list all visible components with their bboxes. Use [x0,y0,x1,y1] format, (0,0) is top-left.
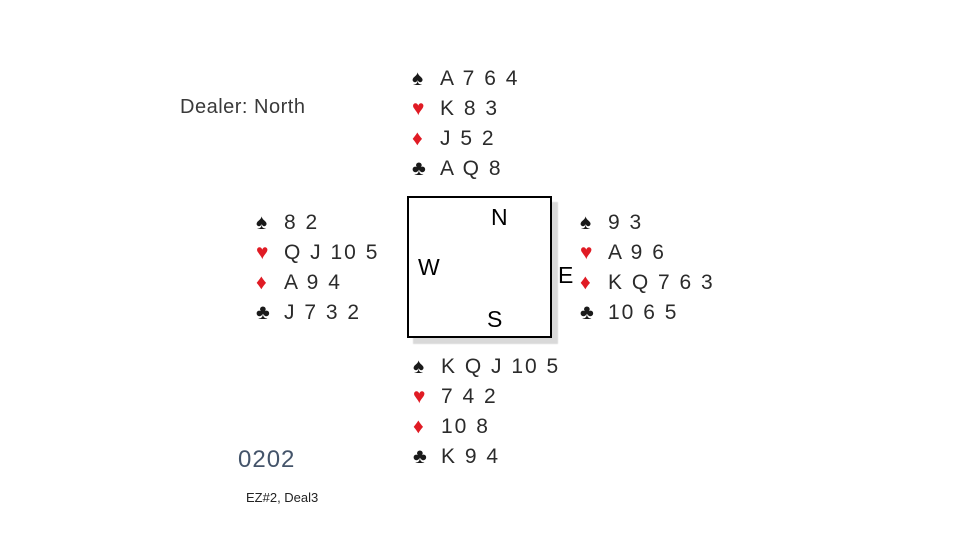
north-clubs-cards: A Q 8 [440,157,503,180]
dealer-label: Dealer: North [180,96,306,118]
south-diamonds-cards: 10 8 [441,415,490,438]
diamond-icon: ♦ [412,127,423,150]
west-spades-cards: 8 2 [284,211,320,234]
east-diamonds-row: ♦ K Q 7 6 3 [580,268,715,298]
north-clubs-row: ♣ A Q 8 [412,154,519,184]
west-hearts-cards: Q J 10 5 [284,241,380,264]
board-code: 0202 [238,446,296,473]
club-icon: ♣ [256,301,270,324]
south-diamonds-row: ♦ 10 8 [413,412,560,442]
west-hearts-row: ♥ Q J 10 5 [256,238,379,268]
south-hearts-row: ♥ 7 4 2 [413,382,560,412]
club-icon: ♣ [412,157,426,180]
south-clubs-cards: K 9 4 [441,445,501,468]
club-icon: ♣ [580,301,594,324]
heart-icon: ♥ [413,385,426,408]
spade-icon: ♠ [412,67,424,90]
west-diamonds-cards: A 9 4 [284,271,342,294]
compass-west-label: W [418,254,440,280]
south-clubs-row: ♣ K 9 4 [413,442,560,472]
east-hearts-cards: A 9 6 [608,241,666,264]
spade-icon: ♠ [580,211,592,234]
west-hand: ♠ 8 2 ♥ Q J 10 5 ♦ A 9 4 ♣ J 7 3 2 [256,208,379,328]
east-clubs-row: ♣ 10 6 5 [580,298,715,328]
diamond-icon: ♦ [580,271,591,294]
west-clubs-row: ♣ J 7 3 2 [256,298,379,328]
north-diamonds-cards: J 5 2 [440,127,496,150]
east-spades-cards: 9 3 [608,211,644,234]
west-diamonds-row: ♦ A 9 4 [256,268,379,298]
compass-north-label: N [491,204,508,230]
south-spades-row: ♠ K Q J 10 5 [413,352,560,382]
north-diamonds-row: ♦ J 5 2 [412,124,519,154]
east-hearts-row: ♥ A 9 6 [580,238,715,268]
north-hearts-cards: K 8 3 [440,97,500,120]
south-hand: ♠ K Q J 10 5 ♥ 7 4 2 ♦ 10 8 ♣ K 9 4 [413,352,560,472]
compass-south-label: S [487,306,503,332]
east-hand: ♠ 9 3 ♥ A 9 6 ♦ K Q 7 6 3 ♣ 10 6 5 [580,208,715,328]
diamond-icon: ♦ [256,271,267,294]
spade-icon: ♠ [256,211,268,234]
west-spades-row: ♠ 8 2 [256,208,379,238]
club-icon: ♣ [413,445,427,468]
east-clubs-cards: 10 6 5 [608,301,679,324]
north-hearts-row: ♥ K 8 3 [412,94,519,124]
south-hearts-cards: 7 4 2 [441,385,498,408]
heart-icon: ♥ [256,241,269,264]
compass-box: N W S [407,196,552,338]
spade-icon: ♠ [413,355,425,378]
heart-icon: ♥ [412,97,425,120]
south-spades-cards: K Q J 10 5 [441,355,561,378]
compass-east-label: E [558,262,574,288]
north-spades-cards: A 7 6 4 [440,67,520,90]
east-spades-row: ♠ 9 3 [580,208,715,238]
east-diamonds-cards: K Q 7 6 3 [608,271,715,294]
west-clubs-cards: J 7 3 2 [284,301,362,324]
north-spades-row: ♠ A 7 6 4 [412,64,519,94]
footer-note: EZ#2, Deal3 [246,490,319,505]
diamond-icon: ♦ [413,415,424,438]
north-hand: ♠ A 7 6 4 ♥ K 8 3 ♦ J 5 2 ♣ A Q 8 [412,64,519,184]
heart-icon: ♥ [580,241,593,264]
